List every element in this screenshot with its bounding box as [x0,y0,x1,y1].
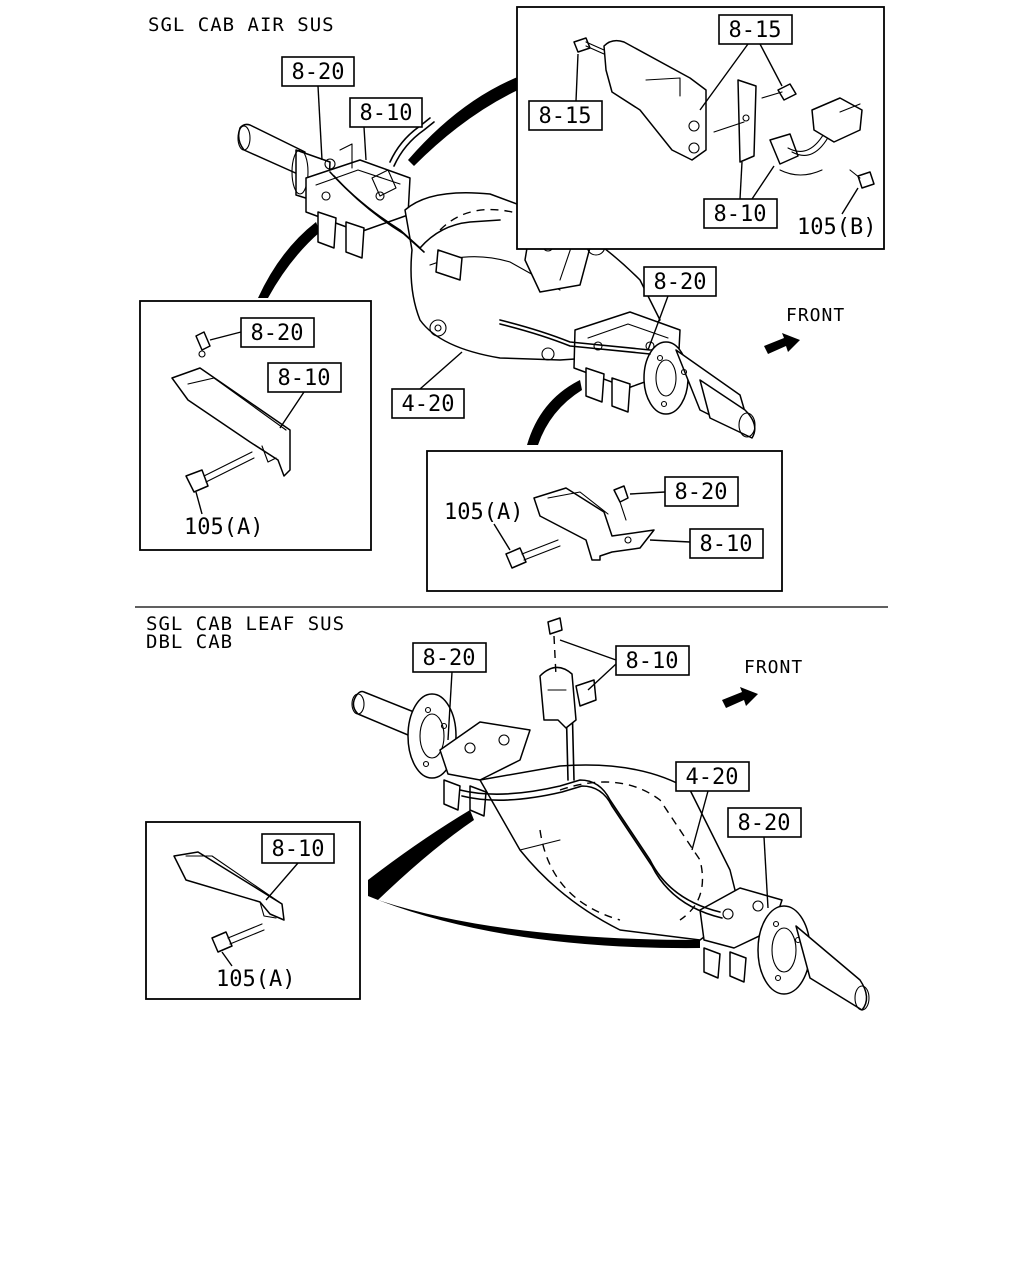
front-direction-indicator-top: FRONT [764,305,845,354]
front-direction-indicator-bottom: FRONT [722,657,803,708]
label-4-20-lower: 4-20 [675,761,750,851]
svg-text:8-20: 8-20 [423,646,476,671]
callout-swoosh-bottom [527,380,582,445]
detail-box-left: 8-20 8-10 105(A) [139,300,372,551]
label-8-15-lower: 8-15 [528,53,603,131]
label-4-20-top: 4-20 [391,351,465,419]
svg-text:8-20: 8-20 [738,811,791,836]
label-105a-left: 105(A) [184,515,263,540]
section-title-leaf-sus: SGL CAB LEAF SUS [146,613,345,635]
svg-text:8-10: 8-10 [626,649,679,674]
leaf-sus-axle-illustration [351,617,870,1011]
detail-box-lower-left: 8-10 105(A) [145,821,361,1000]
label-8-20-inset-lower: 8-20 [629,476,739,507]
svg-text:8-10: 8-10 [278,366,331,391]
svg-text:8-15: 8-15 [539,104,592,129]
section-title-dbl-cab: DBL CAB [146,631,233,653]
label-8-10-inset-lower: 8-10 [649,528,764,559]
svg-text:8-10: 8-10 [272,837,325,862]
front-arrow-icon [722,687,758,708]
svg-text:8-10: 8-10 [360,101,413,126]
label-8-10-inset-lower-left: 8-10 [261,833,335,901]
svg-text:FRONT: FRONT [786,305,845,326]
svg-text:8-15: 8-15 [729,18,782,43]
svg-text:8-20: 8-20 [251,321,304,346]
svg-text:4-20: 4-20 [686,765,739,790]
detail-box-upper-right: 8-15 8-15 8-10 105(B) [516,6,885,250]
front-arrow-icon [764,333,800,354]
label-8-20-lower-left: 8-20 [412,642,487,741]
callout-swoosh-left [258,222,320,298]
label-8-20-right: 8-20 [643,266,717,351]
label-8-15-upper: 8-15 [699,14,793,111]
svg-text:4-20: 4-20 [402,392,455,417]
svg-text:FRONT: FRONT [744,657,803,678]
label-8-10-top: 8-10 [349,97,423,161]
label-8-20-top-left: 8-20 [281,56,355,161]
svg-text:8-20: 8-20 [654,270,707,295]
label-8-10-lower: 8-10 [559,639,690,691]
svg-text:8-20: 8-20 [292,60,345,85]
label-105a-lower-right: 105(A) [444,500,523,525]
air-sus-axle-illustration [237,76,756,445]
section-title-air-sus: SGL CAB AIR SUS [148,14,335,36]
svg-text:8-10: 8-10 [700,532,753,557]
label-8-10-inset-top: 8-10 [703,161,778,229]
label-105b: 105(B) [797,215,876,240]
label-105a-lower-left: 105(A) [216,967,295,992]
svg-text:8-10: 8-10 [714,202,767,227]
label-8-20-inset-left: 8-20 [209,317,315,348]
svg-text:8-20: 8-20 [675,480,728,505]
detail-box-lower-right: 8-20 8-10 105(A) [426,450,783,592]
label-8-20-lower-right: 8-20 [727,807,802,909]
callout-swoosh-top-right [408,76,520,166]
label-8-10-inset-left: 8-10 [267,362,342,429]
